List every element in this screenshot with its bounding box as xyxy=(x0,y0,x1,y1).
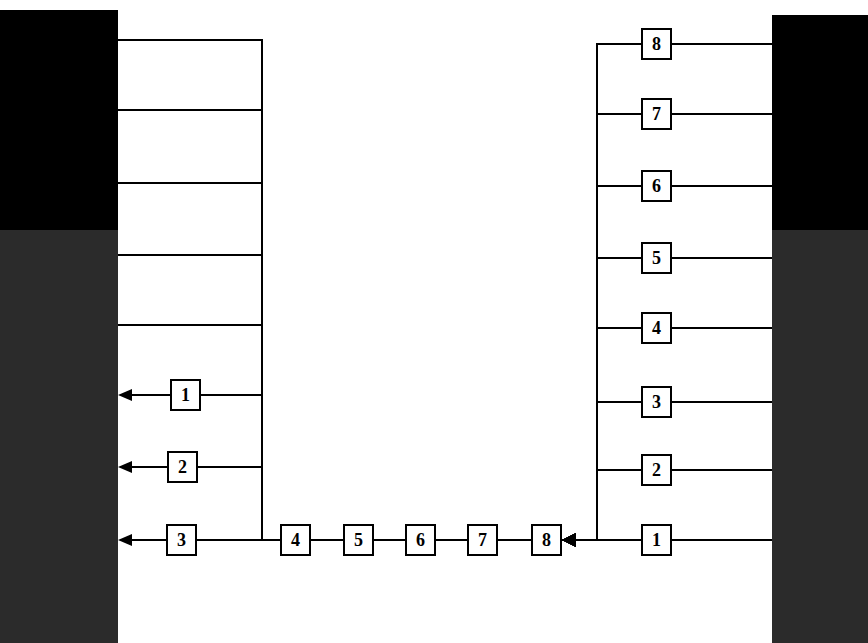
wall-lines xyxy=(118,39,772,541)
flow-connector xyxy=(562,114,641,540)
flow-connector xyxy=(436,539,467,541)
number-box: 8 xyxy=(531,524,562,556)
box-number: 2 xyxy=(178,458,187,476)
box-number: 1 xyxy=(181,386,190,404)
number-box: 2 xyxy=(167,451,198,483)
number-box: 4 xyxy=(641,312,672,344)
flow-connector xyxy=(562,402,641,540)
number-box: 1 xyxy=(641,524,672,556)
box-number: 3 xyxy=(177,531,186,549)
number-box: 5 xyxy=(641,242,672,274)
box-number: 4 xyxy=(652,319,661,337)
flow-connector xyxy=(197,539,280,541)
flow-connector xyxy=(374,539,405,541)
flow-connector xyxy=(562,470,641,540)
flow-connector xyxy=(562,539,641,541)
box-number: 6 xyxy=(652,177,661,195)
box-number: 1 xyxy=(652,531,661,549)
box-number: 7 xyxy=(652,105,661,123)
wall-arrowheads xyxy=(118,389,132,546)
left-wall-bottom xyxy=(0,230,118,643)
number-box: 1 xyxy=(170,379,201,411)
number-box: 2 xyxy=(641,454,672,486)
number-box: 8 xyxy=(641,28,672,60)
number-box: 6 xyxy=(405,524,436,556)
number-box: 3 xyxy=(641,386,672,418)
left-wall-top xyxy=(0,10,118,230)
box-number: 5 xyxy=(652,249,661,267)
flow-connector xyxy=(562,258,641,540)
right-wall-bottom xyxy=(772,230,868,643)
number-box: 7 xyxy=(467,524,498,556)
right-wall-top xyxy=(772,15,868,230)
flow-connector xyxy=(562,186,641,540)
flow-connector xyxy=(562,44,641,540)
number-box: 3 xyxy=(166,524,197,556)
flow-connector xyxy=(498,539,531,541)
box-number: 2 xyxy=(652,461,661,479)
flow-connector xyxy=(562,328,641,540)
box-number: 3 xyxy=(652,393,661,411)
box-number: 7 xyxy=(478,531,487,549)
number-box: 5 xyxy=(343,524,374,556)
box-number: 5 xyxy=(354,531,363,549)
number-box: 4 xyxy=(280,524,311,556)
box-number: 6 xyxy=(416,531,425,549)
box-number: 8 xyxy=(652,35,661,53)
box-number: 8 xyxy=(542,531,551,549)
number-box: 6 xyxy=(641,170,672,202)
flow-connector xyxy=(311,539,343,541)
number-box: 7 xyxy=(641,98,672,130)
flow-connector xyxy=(198,467,280,540)
box-number: 4 xyxy=(291,531,300,549)
